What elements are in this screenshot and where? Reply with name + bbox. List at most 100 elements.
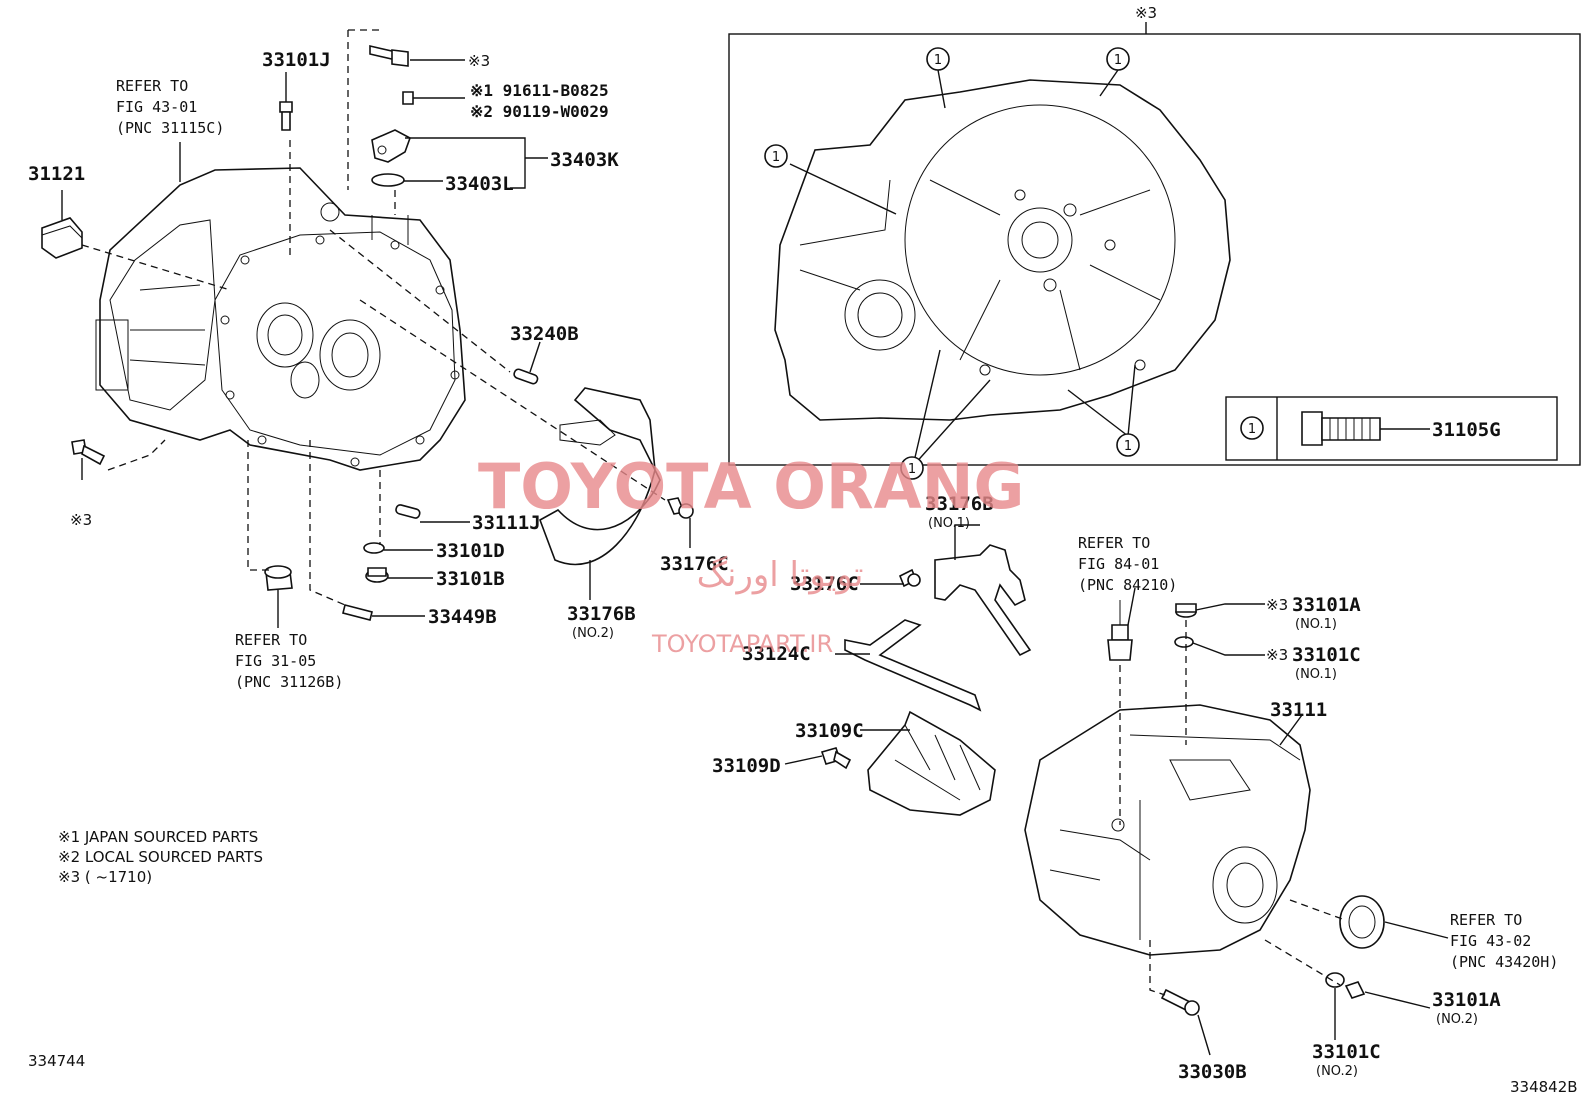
mark3-label: ※3 xyxy=(1266,646,1288,664)
refer-line: (PNC 84210) xyxy=(1078,576,1177,594)
part-label-90119-W0029: ※2 90119-W0029 xyxy=(470,102,609,121)
refer-fig-31-05: REFER TO FIG 31-05 (PNC 31126B) xyxy=(235,631,343,691)
seal-43420H xyxy=(1339,895,1385,949)
illustration-id-left: 334744 xyxy=(28,1052,85,1070)
refer-fig-84-01: REFER TO FIG 84-01 (PNC 84210) xyxy=(1078,534,1177,594)
inset-housing xyxy=(774,79,1231,421)
part-label-33403K: 33403K xyxy=(550,149,619,171)
part-label-33176B-no2: 33176B xyxy=(567,603,636,625)
part-label-33111: 33111 xyxy=(1270,699,1327,721)
footnote: ※1 JAPAN SOURCED PARTS xyxy=(58,828,258,846)
callout-number: 1 xyxy=(1124,439,1132,454)
housing-bolt-holes xyxy=(220,235,460,467)
part-label-33109C: 33109C xyxy=(795,720,864,742)
refer-line: REFER TO xyxy=(1450,911,1522,929)
part-label-33101D: 33101D xyxy=(436,540,505,562)
refer-line: FIG 43-02 xyxy=(1450,932,1531,950)
part-sub-no1: (NO.1) xyxy=(1295,667,1337,682)
part-label-33101A-no1: 33101A xyxy=(1292,594,1361,616)
oring-33403L xyxy=(371,173,405,187)
bolt-33176C-a xyxy=(666,497,694,519)
refer-line: (PNC 43420H) xyxy=(1450,953,1558,971)
part-label-33101B: 33101B xyxy=(436,568,505,590)
inset-box xyxy=(728,33,1581,466)
leader-lines xyxy=(61,59,1449,1056)
part-label-33109D: 33109D xyxy=(712,755,781,777)
refer-line: (PNC 31115C) xyxy=(116,119,224,137)
part-sub-no2: (NO.2) xyxy=(572,626,614,641)
part-label-33176C: 33176C xyxy=(660,553,729,575)
watermark-persian: تویوتا اورنگ xyxy=(697,555,864,595)
footnote: ※3 ( ~1710) xyxy=(58,868,152,886)
pin-33111J xyxy=(395,504,421,519)
refer-fig-43-02: REFER TO FIG 43-02 (PNC 43420H) xyxy=(1450,911,1558,971)
part-label-33101A-no2: 33101A xyxy=(1432,989,1501,1011)
callout-number: 1 xyxy=(934,53,942,68)
callout-circle xyxy=(926,47,950,71)
part-sub-no2: (NO.2) xyxy=(1436,1012,1478,1027)
part-sub-no2: (NO.2) xyxy=(1316,1064,1358,1079)
washer-33101D xyxy=(363,542,385,554)
bolt-33030B xyxy=(1160,988,1200,1016)
callout-circle xyxy=(764,144,788,168)
refer-fig-43-01: REFER TO FIG 43-01 (PNC 31115C) xyxy=(116,77,224,137)
part-labels: 33101J ※3 ※1 91611-B0825 ※2 90119-W0029 … xyxy=(28,49,1501,1083)
part-label-33176B-no1: 33176B xyxy=(925,493,994,515)
part-sub-no1: (NO.1) xyxy=(928,516,970,531)
refer-line: FIG 84-01 xyxy=(1078,555,1159,573)
callout-number: 1 xyxy=(908,462,916,477)
plug-33101B xyxy=(365,567,389,583)
part-label-91611-B0825: ※1 91611-B0825 xyxy=(470,81,609,100)
washer-33101C-no1 xyxy=(1174,636,1194,648)
part-label-33176C-b: 33176C xyxy=(790,573,859,595)
watermark: TOYOTA ORANG تویوتا اورنگ TOYOTAPART.IR xyxy=(478,450,1024,658)
footnotes: ※1 JAPAN SOURCED PARTS ※2 LOCAL SOURCED … xyxy=(58,828,263,886)
refer-line: FIG 43-01 xyxy=(116,98,197,116)
oil-guide-33176B-no2 xyxy=(539,387,661,566)
callout-number: 1 xyxy=(772,150,780,165)
mark3-label: ※3 xyxy=(70,511,92,529)
callout-number: 1 xyxy=(1114,53,1122,68)
part-label-33449B: 33449B xyxy=(428,606,497,628)
plug-33101A-no1 xyxy=(1175,603,1197,618)
cover-33109C xyxy=(867,710,996,816)
callout-circle xyxy=(1116,433,1140,457)
part-label-33030B: 33030B xyxy=(1178,1061,1247,1083)
refer-line: REFER TO xyxy=(1078,534,1150,552)
refer-line: FIG 31-05 xyxy=(235,652,316,670)
callout-circle xyxy=(900,456,924,480)
part-label-33101C-no2: 33101C xyxy=(1312,1041,1381,1063)
bolt-left-lower xyxy=(71,439,106,466)
part-label-31105G: 31105G xyxy=(1432,419,1501,441)
bolt-top xyxy=(369,44,409,67)
sensor-33403K xyxy=(371,129,411,163)
bolt-33109D xyxy=(820,747,852,770)
watermark-main: TOYOTA ORANG xyxy=(478,450,1024,523)
watermark-site: TOYOTAPART.IR xyxy=(651,630,833,658)
part-label-33240B: 33240B xyxy=(510,323,579,345)
bolt-33176C-b xyxy=(898,568,921,588)
bolt-small xyxy=(402,91,414,105)
washer-33101C-no2 xyxy=(1325,972,1345,988)
plug-33101A-no2 xyxy=(1344,981,1366,999)
part-label-31121: 31121 xyxy=(28,163,85,185)
mark3-label: ※3 xyxy=(468,52,490,70)
illustration-id-right: 334842B xyxy=(1510,1078,1578,1096)
part-label-33124C: 33124C xyxy=(742,643,811,665)
plug-bottom xyxy=(264,565,293,591)
sensor-84210 xyxy=(1107,600,1133,661)
pin-33240B xyxy=(513,368,539,385)
inset-box-mark: ※3 xyxy=(1135,4,1157,22)
refer-line: REFER TO xyxy=(116,77,188,95)
legend-box-31105G: 1 31105G xyxy=(1225,396,1558,461)
part-label-33111J: 33111J xyxy=(472,512,541,534)
bolt-33101J xyxy=(279,101,293,131)
legend-callout-number: 1 xyxy=(1248,422,1256,437)
footnote: ※2 LOCAL SOURCED PARTS xyxy=(58,848,263,866)
part-label-33101C-no1: 33101C xyxy=(1292,644,1361,666)
refer-line: REFER TO xyxy=(235,631,307,649)
oil-guide-33176B-no1 xyxy=(934,544,1032,657)
part-sub-no1: (NO.1) xyxy=(1295,617,1337,632)
transaxle-housing-left xyxy=(95,167,466,471)
